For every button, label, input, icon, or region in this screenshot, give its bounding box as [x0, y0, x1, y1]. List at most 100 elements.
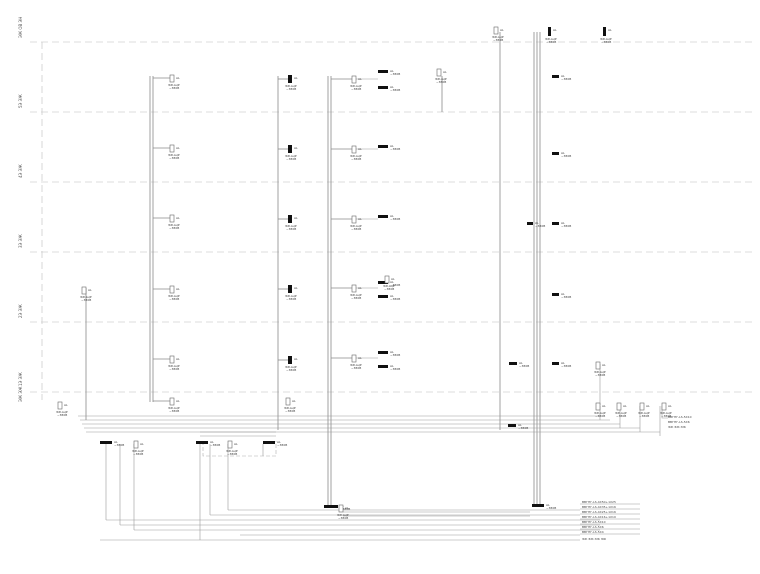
board-tag: AL [176, 76, 180, 80]
panel-symbol [288, 215, 292, 223]
panel-tag: AL [294, 146, 298, 150]
panel-symbol [288, 145, 292, 153]
panel-tag: AL [561, 151, 565, 155]
risers [85, 32, 541, 505]
board-name: ЭЖ-ЩР [168, 406, 180, 410]
board-tag: AL [176, 216, 180, 220]
board-rating: ~380В [169, 226, 179, 230]
panel-tag: AL [390, 350, 394, 354]
board-tag: AL [358, 77, 362, 81]
panel-symbol [532, 504, 544, 507]
board-rating: ~380В [384, 287, 394, 291]
board-tag: AL [358, 356, 362, 360]
panel-col3-a: AL~380В [378, 214, 400, 221]
board-symbol [338, 504, 344, 513]
board-name: ЭЖ-ЩР [80, 295, 92, 299]
panel-symbol [378, 351, 388, 354]
panel-symbol [288, 285, 292, 293]
panel-symbol [603, 27, 606, 36]
board-rating: ~380В [616, 414, 626, 418]
panel-symbol [288, 75, 292, 83]
panel-tag: AL [518, 423, 522, 427]
panel-tag: AL [390, 144, 394, 148]
board-symbol [169, 214, 175, 223]
panel-symbol [552, 75, 559, 78]
panel-symbol [288, 356, 292, 364]
panel-symbol [509, 362, 517, 365]
panel-tag: AL [561, 221, 565, 225]
board-tag: AL [391, 277, 395, 281]
panel-tag: AL [294, 216, 298, 220]
panel-rating: ~380В [561, 224, 571, 228]
cable-table-footer: ЭЖ ЭЖ ЭЖ ЭЖ [582, 537, 607, 541]
panel-tag: AL [210, 440, 214, 444]
floor-label: 4Э ЭЖ [18, 164, 23, 178]
board-tag: AL [358, 286, 362, 290]
floor-label: 5Э ЭЖ [18, 94, 23, 108]
panel-symbol [552, 152, 559, 155]
panel-rating: ~380В [546, 506, 556, 510]
panel-tag: AL [535, 221, 539, 225]
panel-tag: AL [519, 361, 523, 365]
panel-symbol [378, 295, 388, 298]
board-name: ЭЖ-ЩР [168, 364, 180, 368]
board-rating: ~380В [351, 366, 361, 370]
panel-rating: ~380В [390, 217, 400, 221]
board-tag: AL [64, 403, 68, 407]
floor-label: 1Э ЭЖ [18, 372, 23, 386]
panel-rating: ~380В [518, 426, 528, 430]
panel-symbol [196, 441, 208, 444]
board-symbol [639, 402, 645, 411]
panel-tag: AL [390, 214, 394, 218]
board-symbol [351, 145, 357, 154]
board-name: ЭЖ-ЩР [435, 77, 447, 81]
panel-col3-b: AL~380В [378, 85, 400, 92]
board-name: ЭЖ-ЩР [350, 363, 362, 367]
panel-rating: ~380В [546, 40, 556, 44]
board-rating: ~380В [169, 297, 179, 301]
board-rating: ~380В [493, 38, 503, 42]
panel-name: ЭЖ-ЩР [285, 154, 297, 158]
panel-rating: ~380В [390, 367, 400, 371]
panels: ALЭЖ-ЩР~380ВALЭЖ-ЩР~380ВALЭЖ-ЩР~380ВALЭЖ… [56, 26, 672, 520]
panel-tag: AL [390, 294, 394, 298]
board-rating: ~380В [436, 80, 446, 84]
panel-name: ЭЖ-ЩР [285, 224, 297, 228]
board-symbol [493, 26, 499, 35]
panel-right-aux: AL~380В [509, 361, 529, 368]
board-tag: AL [668, 404, 672, 408]
panel-rating: ~380В [561, 154, 571, 158]
panel-rating: ~380В [277, 443, 287, 447]
main-switchboard: AL~380В [532, 503, 556, 510]
panel-tag: AL [294, 357, 298, 361]
board-rating: ~380В [285, 409, 295, 413]
panel-symbol [378, 365, 388, 368]
board-rating: ~380В [169, 409, 179, 413]
panel-col3-a: AL~380В [378, 350, 400, 357]
panel-col3-b: AL~380В [378, 364, 400, 371]
panel-rating: ~380В [390, 353, 400, 357]
cable-row: ВВГНГ-LS-4Х16+1Х10 [582, 515, 616, 519]
board-symbol [169, 144, 175, 153]
board-name: ЭЖ-ЩР [337, 513, 349, 517]
board-symbol [57, 401, 63, 410]
board-tag: AL [140, 442, 144, 446]
board-name: ЭЖ-ЩР [132, 449, 144, 453]
panel-rating: ~380В [561, 77, 571, 81]
